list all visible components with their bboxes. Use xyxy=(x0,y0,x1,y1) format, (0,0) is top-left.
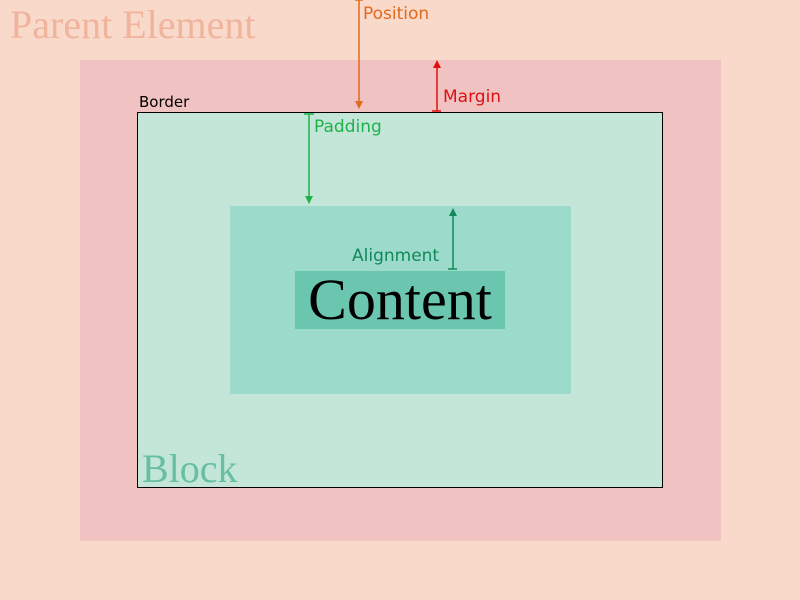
margin-label: Margin xyxy=(443,87,502,107)
parent-element-title: Parent Element xyxy=(10,2,256,47)
padding-label: Padding xyxy=(314,117,382,137)
alignment-label: Alignment xyxy=(352,246,440,266)
border-label: Border xyxy=(139,93,190,111)
content-label: Content xyxy=(308,267,492,332)
position-label: Position xyxy=(363,4,430,24)
content-box xyxy=(295,271,505,329)
block-title: Block xyxy=(142,446,238,491)
